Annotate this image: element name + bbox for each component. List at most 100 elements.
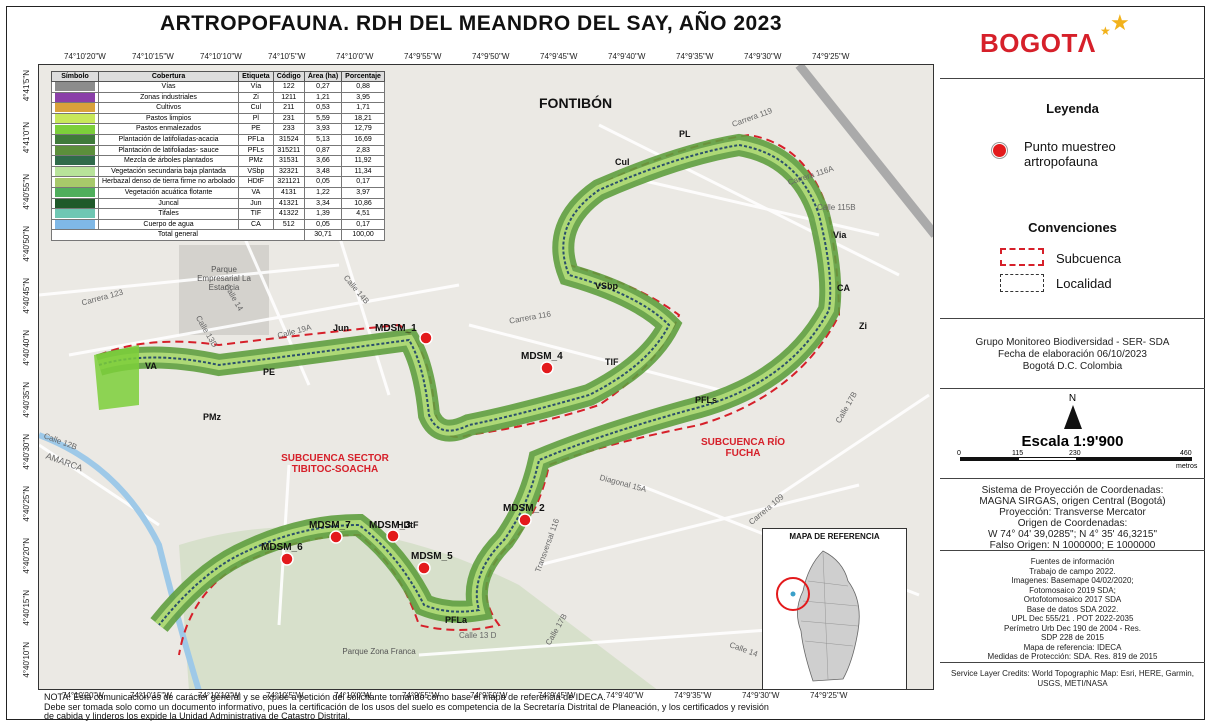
table-header: Etiqueta	[238, 71, 274, 82]
percent-cell: 3,97	[341, 186, 385, 199]
cover-swatch	[55, 177, 95, 187]
scale-box: N Escala 1:9'900 0 115 230 460 metros	[940, 388, 1205, 478]
cover-label: TIF	[605, 357, 619, 367]
coordinate-label: 74°10'5"W	[266, 691, 304, 700]
legend-box: Leyenda Punto muestreo artropofauna	[940, 78, 1205, 218]
table-header: Código	[272, 71, 305, 82]
credits-line: Bogotá D.C. Colombia	[1022, 361, 1123, 372]
area-cell: 1,22	[303, 186, 343, 199]
coordinate-label: 4°40'10"N	[22, 642, 31, 678]
cobertura-cell: Zonas industriales	[97, 91, 240, 104]
total-percent: 100,00	[341, 229, 385, 241]
cobertura-cell: Vegetación acuática flotante	[97, 186, 240, 199]
coordinate-label: 4°40'20"N	[22, 538, 31, 574]
coordinate-label: 4°40'35"N	[22, 382, 31, 418]
codigo-cell: 31524	[272, 133, 305, 146]
cover-swatch	[55, 124, 95, 134]
cover-swatch	[55, 145, 95, 155]
side-panel: BOGOTΛ ★ ★ Leyenda Punto muestreo artrop…	[940, 6, 1205, 720]
cover-swatch	[55, 114, 95, 124]
etiqueta-cell: Jun	[238, 197, 274, 210]
source-line: UPL Dec 555/21 . POT 2022-2035	[1011, 614, 1134, 623]
credits-line: Fecha de elaboración 06/10/2023	[997, 349, 1147, 360]
cover-label: PFLa	[445, 615, 468, 625]
station-point-mdsm2	[518, 513, 532, 527]
projection-line: Sistema de Proyección de Coordenadas:	[981, 485, 1164, 496]
etiqueta-cell: PMz	[238, 155, 274, 167]
symbol-swatch-cell	[51, 123, 99, 135]
area-cell: 3,93	[303, 123, 343, 135]
station-point-mdsm4	[540, 361, 554, 375]
conventions-title: Convenciones	[1028, 220, 1117, 235]
area-cell: 0,87	[303, 144, 343, 157]
total-area: 30,71	[303, 229, 343, 241]
area-cell: 3,66	[303, 155, 343, 167]
cover-swatch	[55, 103, 95, 113]
symbol-swatch-cell	[51, 165, 99, 178]
coordinate-label: 74°9'40"W	[606, 691, 644, 700]
cover-label: HDtF	[397, 520, 419, 530]
table-header: Área (ha)	[303, 71, 343, 82]
symbol-swatch-cell	[51, 81, 99, 93]
coordinate-label: 74°9'35"W	[674, 691, 712, 700]
projection-line: Origen de Coordenadas:	[1017, 518, 1128, 529]
symbol-swatch-cell	[51, 91, 99, 104]
footer-note: NOTA: Esta comunicación es de carácter g…	[44, 692, 936, 722]
locality-label: Localidad	[1056, 276, 1112, 291]
subbasin-label-tibitoc: SUBCUENCA SECTOR TIBITOC-SOACHA	[281, 453, 389, 475]
map-title: ARTROPOFAUNA. RDH DEL MEANDRO DEL SAY, A…	[159, 12, 783, 35]
subbasin-symbol	[1000, 248, 1044, 266]
cover-swatch	[55, 167, 95, 177]
area-cell: 3,48	[303, 165, 343, 178]
coordinate-label: 74°10'5"W	[268, 52, 306, 61]
source-line: Perímetro Urb Dec 190 de 2004 - Res.	[1004, 623, 1141, 633]
percent-cell: 11,34	[341, 165, 385, 178]
percent-cell: 0,17	[341, 176, 385, 188]
locality-symbol	[1000, 274, 1044, 292]
cover-label: PL	[679, 129, 691, 139]
codigo-cell: 231	[272, 112, 305, 125]
codigo-cell: 315211	[272, 144, 305, 157]
cobertura-cell: Vegetación secundaria baja plantada	[97, 165, 240, 178]
bogota-logo: BOGOTΛ	[980, 28, 1096, 58]
codigo-cell: 32321	[272, 165, 305, 178]
etiqueta-cell: Cul	[238, 102, 274, 114]
cover-label: PFLs	[695, 395, 718, 405]
source-line: Base de datos SDA 2022.	[1026, 604, 1119, 614]
etiqueta-cell: Pl	[238, 112, 274, 125]
station-point-mdsm7	[329, 530, 343, 544]
cobertura-cell: Cultivos	[97, 102, 240, 114]
coordinate-label: 74°9'50"W	[470, 691, 508, 700]
street-label: Calle 13 D	[459, 631, 497, 640]
percent-cell: 4,51	[341, 208, 385, 220]
percent-cell: 18,21	[341, 112, 385, 125]
cobertura-cell: Plantación de latifoliadas- sauce	[97, 144, 240, 157]
projection-line: Proyección: Transverse Mercator	[999, 507, 1146, 518]
coordinate-label: 74°9'35"W	[676, 52, 714, 61]
symbol-swatch-cell	[51, 208, 99, 220]
etiqueta-cell: VA	[238, 186, 274, 199]
percent-cell: 12,79	[341, 123, 385, 135]
projection-box: Sistema de Proyección de Coordenadas: MA…	[940, 478, 1205, 551]
percent-cell: 10,86	[341, 197, 385, 210]
area-cell: 0,05	[303, 176, 343, 188]
percent-cell: 2,83	[341, 144, 385, 157]
cover-label: VA	[145, 361, 157, 371]
station-label-mdsm1: MDSM_1	[375, 323, 417, 334]
symbol-swatch-cell	[51, 144, 99, 157]
map-area[interactable]: Carrera 119 Carrera 116A Calle 115B Carr…	[38, 64, 934, 690]
percent-cell: 0,17	[341, 218, 385, 231]
north-label: N	[1068, 393, 1077, 404]
projection-line: Falso Origen: N 1000000; E 1000000	[989, 540, 1156, 551]
coordinate-label: 74°9'50"W	[472, 52, 510, 61]
table-header: Porcentaje	[341, 71, 385, 82]
cover-label: Via	[833, 230, 847, 240]
place-label: Parque Zona Franca	[342, 647, 416, 656]
etiqueta-cell: VSbp	[238, 165, 274, 178]
scale-unit: metros	[1176, 463, 1198, 470]
